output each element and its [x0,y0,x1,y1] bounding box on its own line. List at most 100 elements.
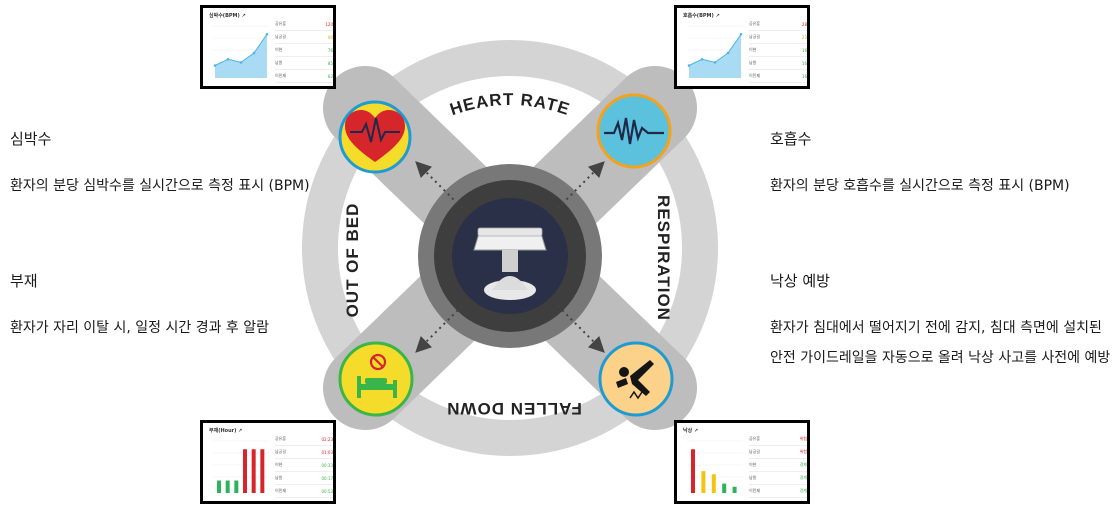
person-falling-icon [616,360,654,400]
thumb-row-name: 공유훈 [275,436,287,441]
label-respiration: RESPIRATION [654,195,673,321]
thumb-title: 낙상 ↗ [683,428,699,434]
thumb-row-value: 76 [327,47,333,53]
thumb-point [700,57,704,61]
thumb-row-value: 23 [801,34,807,40]
thumb-row-value: 위험 [799,436,807,441]
thumb-row-value: 90 [327,34,333,40]
thumb-row-name: 남원 [275,475,283,480]
thumb-row-name: 이현 [275,47,283,52]
respiration-badge [596,93,672,169]
thumb-row-value: 경계 [799,488,807,493]
thumb-title: 부재(Hour) ↗ [209,428,243,434]
heart-badge [338,100,412,174]
thumb-bar [234,480,239,493]
thumb-row-value: 위험 [799,449,807,454]
thumb-row-value: 00:53 [321,488,333,494]
thumb-bar [722,483,727,493]
thumb-row-name: 남원 [749,475,757,480]
thumb-title: 호흡수(BPM) ↗ [683,13,720,19]
thumb-row-name: 이민제 [749,73,761,78]
thumb-point [726,51,730,55]
fall-prevention-desc-2: 안전 가이드레일을 자동으로 올려 낙상 사고를 사전에 예방 [770,350,1111,366]
heart-rate-desc: 환자의 분당 심박수를 실시간으로 측정 표시 (BPM) [10,178,310,194]
no-sign-icon [369,353,387,371]
thumb-bar [691,449,695,493]
heart-rate-title: 심박수 [10,130,52,148]
respiration-desc: 환자의 분당 호흡수를 실시간으로 측정 표시 (BPM) [770,178,1070,194]
thumb-row-value: 120 [325,21,333,27]
thumb-row: 이민제 16 [749,70,807,83]
thumb-row: 남궁길 위험 [749,446,807,459]
thumb-row: 이현 76 [275,44,333,57]
thumb-chart [213,25,269,78]
thumb-row: 남궁길 23 [749,31,807,44]
text-heart-rate: 심박수 환자의 분당 심박수를 실시간으로 측정 표시 (BPM) [10,128,310,201]
thumb-bar [711,474,716,493]
thumb-row-name: 이현 [749,462,757,467]
fall-prevention-desc-1: 환자가 침대에서 떨어지기 전에 감지, 침대 측면에 설치된 [770,320,1102,336]
outer-ring [302,40,718,456]
label-fallen-down: FALLEN DOWN [446,399,582,418]
respiration-title: 호흡수 [770,130,812,148]
thumb-chart [687,440,743,493]
thumb-row-value: 28 [801,21,807,27]
thumb-row-name: 남궁길 [275,34,287,39]
thumb-point [265,32,269,36]
text-respiration: 호흡수 환자의 분당 호흡수를 실시간으로 측정 표시 (BPM) [770,128,1070,201]
text-out-of-bed: 부재 환자가 자리 이탈 시, 일정 시간 경과 후 알람 [10,270,269,343]
thumb-area [215,34,267,78]
thumb-row-name: 남궁길 [749,449,761,454]
respiration-wave-icon [604,117,664,145]
out-of-bed-desc: 환자가 자리 이탈 시, 일정 시간 경과 후 알람 [10,320,270,336]
out-of-bed-title: 부재 [10,272,38,290]
thumb-row-name: 남궁길 [275,449,287,454]
thumb-row-value: 00:17 [321,475,333,481]
thumb-row-name: 이현 [275,462,283,467]
thumb-row-name: 남원 [275,60,283,65]
thumb-row-value: 16 [801,60,807,66]
thumb-row-value: 경계 [799,462,807,467]
thumb-row: 남원 경계 [749,472,807,485]
thumb-row-name: 남궁길 [749,34,761,39]
thumb-row-value: 02:23 [321,436,333,442]
thumb-row-value: 82 [327,73,333,79]
thumb-bar [251,449,256,493]
thumb-row-value: 16 [801,73,807,79]
bed-badge [338,341,414,417]
label-out-of-bed: OUT OF BED [343,203,362,318]
sensor-device-icon [473,227,547,300]
label-heart-rate: HEART RATE [447,90,571,119]
thumb-point [213,64,217,67]
thumb-point [687,64,691,67]
thumb-point [739,32,743,36]
thumb-row: 이현 16 [749,44,807,57]
thumb-bar [260,449,265,493]
thumb-point [713,61,717,64]
thumb-row-name: 이현 [749,47,757,52]
thumb-point [239,61,243,64]
thumb-row: 이현 경계 [749,459,807,472]
thumb-bar [701,471,706,493]
empty-bed-icon [357,376,397,398]
text-fall-prevention: 낙상 예방 환자가 침대에서 떨어지기 전에 감지, 침대 측면에 설치된 안전… [770,270,1110,373]
thumb-row-value: 16 [801,47,807,53]
thumb-row-value: 경계 [799,475,807,480]
thumb-bar [243,449,247,493]
thumb-point [252,51,256,55]
thumb-area [689,34,741,78]
thumb-chart [213,440,269,493]
